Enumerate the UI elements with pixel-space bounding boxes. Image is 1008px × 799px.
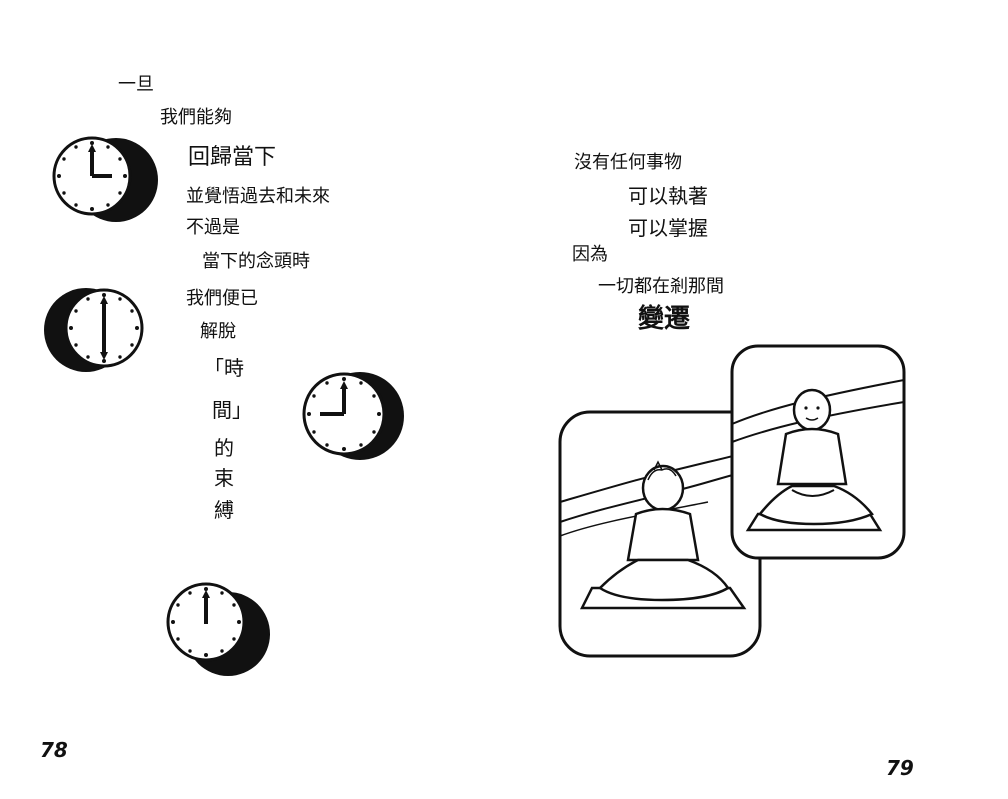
- vertical-char-of: 的: [214, 436, 234, 460]
- text-line-nothing: 沒有任何事物: [574, 152, 682, 173]
- text-line-because: 因為: [572, 244, 608, 265]
- text-line-we-can: 我們能夠: [160, 107, 232, 128]
- page-number-left: 78: [40, 738, 68, 762]
- meditator-back-view-illustration: [558, 410, 762, 658]
- text-line-thoughts: 當下的念頭時: [202, 251, 310, 272]
- clock-six-oclock-icon: [44, 288, 144, 372]
- vertical-char-between: 間」: [212, 398, 252, 422]
- text-line-freed: 解脫: [200, 321, 236, 342]
- vertical-char-bind: 束: [214, 466, 234, 490]
- text-line-return-present: 回歸當下: [188, 145, 277, 170]
- left-page: 一旦 我們能夠 回歸當下 並覺悟過去和未來 不過是 當下的念頭時 我們便已 解脫…: [40, 74, 404, 762]
- text-line-nothing-but: 不過是: [186, 217, 240, 238]
- text-line-changes: 變遷: [638, 304, 691, 334]
- text-line-can-cling: 可以執著: [628, 184, 708, 208]
- right-page: 沒有任何事物 可以執著 可以掌握 因為 一切都在剎那間 變遷 79: [504, 0, 1008, 799]
- text-line-realize: 並覺悟過去和未來: [186, 186, 330, 207]
- text-line-once: 一旦: [118, 74, 154, 95]
- clock-three-oclock-icon: [52, 136, 158, 222]
- text-line-everything: 一切都在剎那間: [598, 276, 724, 297]
- vertical-char-time: 「時: [204, 356, 244, 380]
- clock-three-oclock-icon: [302, 372, 404, 460]
- vertical-char-bound: 縛: [214, 498, 234, 522]
- page-number-right: 79: [886, 756, 914, 780]
- text-line-can-grasp: 可以掌握: [628, 216, 708, 240]
- clock-twelve-oclock-icon: [166, 582, 270, 676]
- meditator-front-view-illustration: [730, 344, 906, 560]
- text-line-we-already: 我們便已: [186, 288, 258, 309]
